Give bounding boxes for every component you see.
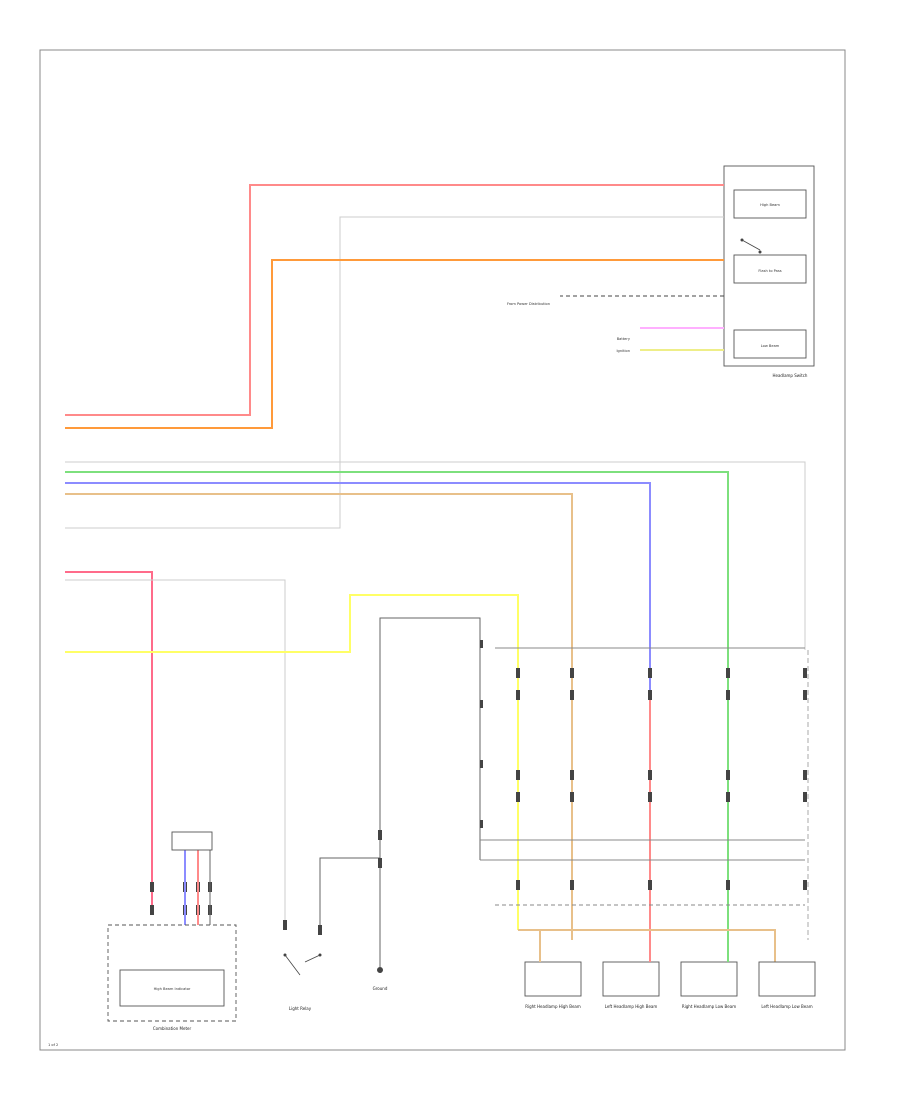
wire-gray-top	[65, 216, 724, 529]
lamp-3: Right Headlamp Low Beam	[680, 961, 738, 1009]
wire-dark-ground	[319, 857, 380, 925]
lamp-2: Left Headlamp High Beam	[602, 961, 660, 1009]
wire-gray-bus	[65, 461, 806, 650]
diagram-frame	[39, 49, 846, 1051]
ground: Ground	[373, 967, 388, 991]
connector-markers	[150, 640, 807, 935]
wire-blue-bus	[65, 482, 651, 700]
side-label-ignition: Ignition	[616, 349, 630, 353]
ground-icon	[377, 967, 383, 973]
wire-orange-top	[65, 259, 724, 429]
lamp-4-caption: Left Headlamp Low Beam	[761, 1004, 812, 1009]
side-label-battery: Battery	[617, 337, 631, 341]
light-relay: Light Relay	[283, 953, 322, 1011]
lamp-3-caption: Right Headlamp Low Beam	[682, 1004, 736, 1009]
wire-tan-bus	[65, 493, 573, 940]
headlamp-switch-caption: Headlamp Switch	[773, 373, 808, 378]
wire-green-bus	[65, 471, 729, 940]
headlamp-switch-hi-label: High Beam	[760, 203, 780, 207]
lamp-1-caption: Right Headlamp High Beam	[525, 1004, 581, 1009]
meter-sub-connector	[171, 831, 213, 851]
side-label-power: From Power Distribution	[507, 302, 550, 306]
headlamp-switch: High Beam Flash to Pass Low Beam Headlam…	[723, 165, 815, 378]
wire-bottom-bus	[518, 929, 776, 962]
wire-red-meter	[65, 571, 153, 905]
lamp-4: Left Headlamp Low Beam	[758, 961, 816, 1009]
lamp-2-caption: Left Headlamp High Beam	[605, 1004, 658, 1009]
light-relay-caption: Light Relay	[289, 1006, 312, 1011]
wire-yellow-lower	[65, 594, 519, 930]
ground-caption: Ground	[373, 986, 388, 991]
headlamp-switch-flash-label: Flash to Pass	[758, 269, 781, 273]
headlamp-switch-lo-label: Low Beam	[761, 344, 780, 348]
footer-code: 1 of 2	[48, 1043, 58, 1047]
combination-meter-sub-label: High Beam Indicator	[154, 987, 191, 991]
wire-gray-relay	[65, 579, 286, 920]
wire-dark-lower	[379, 617, 481, 968]
wire-red-top	[65, 184, 724, 416]
combination-meter-caption: Combination Meter	[153, 1026, 192, 1031]
lamp-1: Right Headlamp High Beam	[524, 961, 582, 1009]
combination-meter: High Beam Indicator Combination Meter	[107, 924, 237, 1031]
